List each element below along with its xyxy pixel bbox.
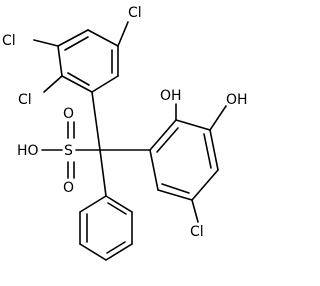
ring-b-double-bond	[156, 127, 179, 153]
ring-b-bond	[149, 119, 177, 151]
chemical-structure-diagram: Cl Cl Cl OH OH O HO S O Cl	[2, 5, 248, 261]
ring-b-bond	[157, 189, 193, 201]
ring-a-bond	[87, 29, 119, 47]
dihydroxyphenyl-ring	[149, 119, 219, 201]
ring-a-bond	[91, 75, 119, 93]
bond-to-cl-top	[117, 21, 129, 47]
ring-b-bond	[175, 119, 211, 131]
atom-label-o-bottom: O	[63, 180, 74, 196]
bond-ring-a-to-center	[91, 91, 101, 151]
ring-c-double-bond	[106, 241, 126, 254]
ring-c-bond	[105, 243, 133, 261]
atom-label-oh-upper: OH	[160, 88, 182, 104]
atom-label-s: S	[64, 143, 73, 159]
atom-label-cl-left-lower: Cl	[18, 92, 32, 108]
atom-label-o-top: O	[63, 106, 74, 122]
ring-a-double-bond	[64, 36, 89, 51]
phenyl-ring	[79, 195, 133, 261]
ring-a-bond	[61, 75, 93, 93]
atom-label-cl-top: Cl	[128, 5, 142, 21]
bond-center-to-phenyl	[99, 149, 107, 197]
bond-to-cl-bottom	[191, 199, 199, 223]
ring-c-bond	[79, 195, 107, 213]
ring-c-bond	[105, 195, 133, 213]
ring-b-bond	[209, 129, 219, 171]
ring-c-double-bond	[107, 202, 127, 215]
bond-to-cl-left-upper	[33, 39, 59, 47]
atom-label-ho-sulfonic: HO	[17, 143, 39, 159]
atom-label-cl-bottom: Cl	[190, 224, 204, 240]
structure-canvas: Cl Cl Cl OH OH O HO S O Cl	[2, 5, 248, 261]
atom-label-cl-left-upper: Cl	[2, 33, 16, 49]
bond-to-oh-right	[209, 105, 227, 131]
atom-label-oh-right: OH	[226, 92, 248, 108]
ring-b-double-bond	[161, 183, 190, 194]
trichlorophenyl-ring	[57, 29, 119, 93]
ring-a-bond	[57, 29, 89, 47]
ring-a-double-bond	[67, 72, 90, 86]
ring-b-double-bond	[203, 133, 212, 169]
ring-a-bond	[57, 45, 63, 77]
ring-b-bond	[191, 169, 219, 201]
ring-b-bond	[149, 149, 159, 191]
ring-c-bond	[79, 243, 107, 261]
bond-to-cl-left-lower	[43, 75, 63, 93]
